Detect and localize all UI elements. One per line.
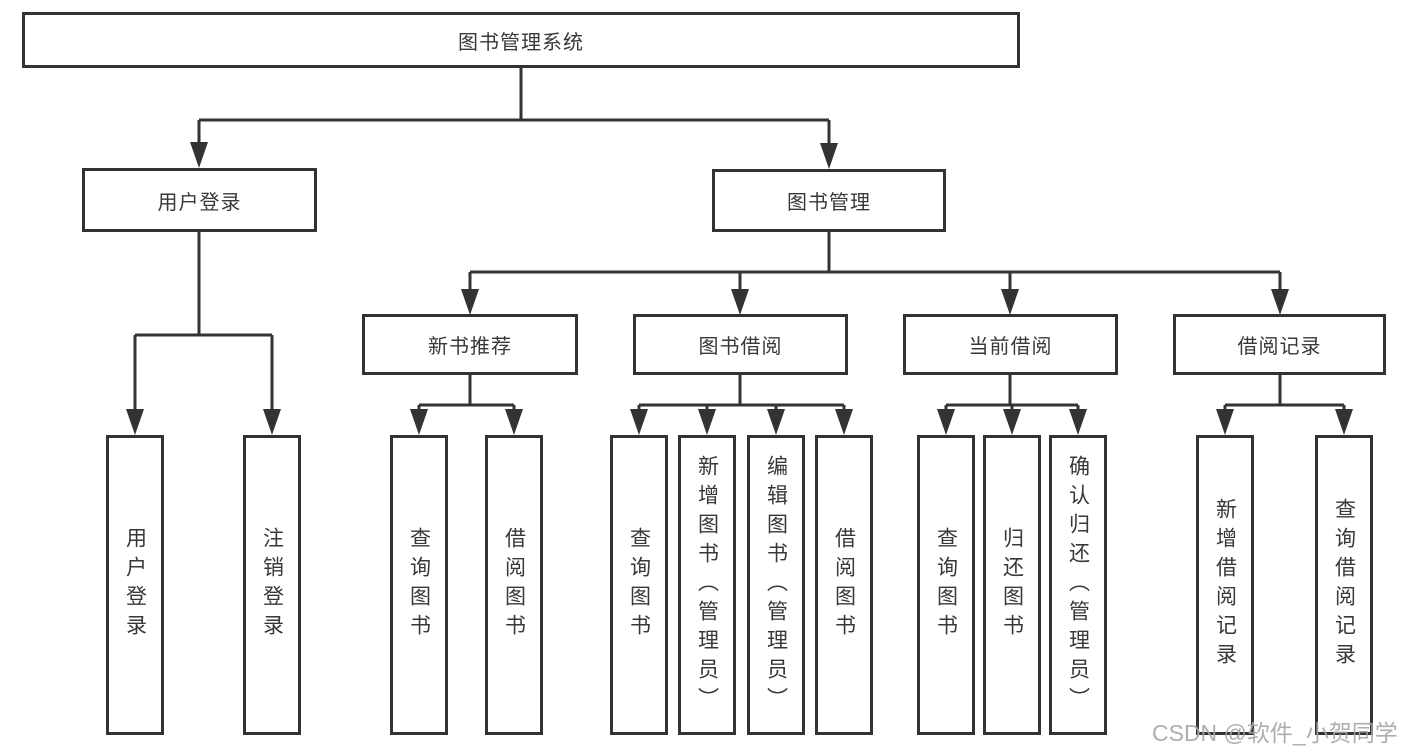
leaf-query-borrow-record: 查询借阅记录 <box>1315 435 1373 735</box>
node-current-borrowing: 当前借阅 <box>903 314 1118 375</box>
node-borrowing-records: 借阅记录 <box>1173 314 1386 375</box>
arrowhead <box>461 289 479 315</box>
leaf-return-book: 归还图书 <box>983 435 1041 735</box>
leaf-borrow-books-borrowing: 借阅图书 <box>815 435 873 735</box>
arrowhead <box>410 409 428 435</box>
node-new-book-recommendation: 新书推荐 <box>362 314 578 375</box>
leaf-query-books-borrowing: 查询图书 <box>610 435 668 735</box>
arrowhead <box>835 409 853 435</box>
arrowhead <box>698 409 716 435</box>
arrowhead <box>1271 289 1289 315</box>
leaf-borrow-books-recommend: 借阅图书 <box>485 435 543 735</box>
leaf-edit-book-admin: 编辑图书（管理员） <box>747 435 805 735</box>
arrowhead <box>263 409 281 435</box>
arrowhead <box>190 142 208 168</box>
arrowhead <box>767 409 785 435</box>
leaf-query-books-current: 查询图书 <box>917 435 975 735</box>
arrowhead <box>505 409 523 435</box>
node-book-borrowing: 图书借阅 <box>633 314 848 375</box>
leaf-query-books-recommend: 查询图书 <box>390 435 448 735</box>
arrowhead <box>1069 409 1087 435</box>
arrowheads <box>126 142 1353 435</box>
watermark: CSDN @软件_小贺同学 <box>1152 720 1398 746</box>
arrowhead <box>1003 409 1021 435</box>
arrowhead <box>126 409 144 435</box>
node-user-login: 用户登录 <box>82 168 317 232</box>
arrowhead <box>1216 409 1234 435</box>
arrowhead <box>820 143 838 169</box>
node-book-management: 图书管理 <box>712 169 946 232</box>
arrowhead <box>731 289 749 315</box>
leaf-add-book-admin: 新增图书（管理员） <box>678 435 736 735</box>
arrowhead <box>630 409 648 435</box>
arrowhead <box>1001 289 1019 315</box>
leaf-add-borrow-record: 新增借阅记录 <box>1196 435 1254 735</box>
arrowhead <box>1335 409 1353 435</box>
leaf-logout: 注销登录 <box>243 435 301 735</box>
leaf-confirm-return-admin: 确认归还（管理员） <box>1049 435 1107 735</box>
arrowhead <box>937 409 955 435</box>
node-library-management-system: 图书管理系统 <box>22 12 1020 68</box>
leaf-user-login: 用户登录 <box>106 435 164 735</box>
